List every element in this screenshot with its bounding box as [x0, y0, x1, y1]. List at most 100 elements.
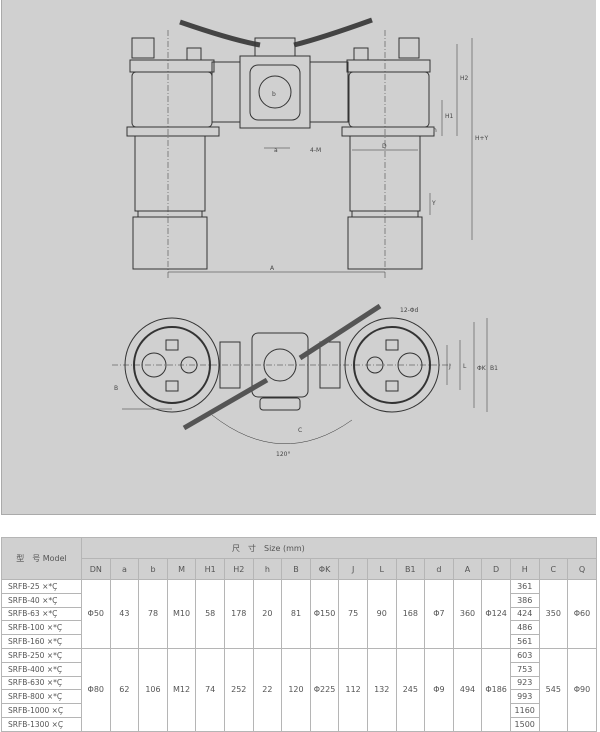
value-cell: Φ7 — [424, 579, 454, 649]
handle-right — [293, 17, 373, 48]
label-a-length: A — [270, 265, 275, 272]
value-cell: Φ124 — [481, 579, 511, 649]
value-cell: Φ225 — [309, 647, 340, 732]
handle-left — [179, 19, 261, 48]
label-b: b — [272, 91, 276, 98]
column-header: C — [538, 558, 569, 580]
value-cell: Φ80 — [81, 647, 111, 732]
label-b1: B1 — [490, 365, 498, 372]
h-value-cell: 603 — [509, 647, 540, 663]
value-cell: 81 — [281, 579, 311, 649]
h-value-cell: 561 — [509, 634, 540, 649]
value-cell: 178 — [223, 579, 254, 649]
gauge-right — [398, 37, 420, 59]
label-h-y: H+Y — [475, 135, 489, 142]
label-c: C — [298, 427, 302, 434]
value-cell: 112 — [338, 647, 368, 732]
size-header: 尺 寸 Size (mm) — [81, 537, 597, 559]
value-cell: 58 — [195, 579, 225, 649]
value-cell: 120 — [281, 647, 311, 732]
technical-drawing-panel: H2 H+Y H1 h a 4-M D Y A b 12-Φd B1 ΦK L … — [1, 0, 596, 515]
h-value-cell: 923 — [509, 675, 540, 691]
value-cell: 168 — [395, 579, 426, 649]
value-cell: 494 — [452, 647, 483, 732]
value-cell: 90 — [366, 579, 397, 649]
gauge-left — [131, 37, 155, 59]
model-cell: SRFB-800 ×*Ç — [1, 689, 82, 705]
label-b: B — [114, 385, 118, 392]
h-value-cell: 386 — [509, 592, 540, 608]
q-value-cell: Φ60 — [567, 579, 597, 649]
value-cell: 132 — [366, 647, 397, 732]
h-value-cell: 753 — [509, 661, 540, 677]
value-cell: 360 — [452, 579, 483, 649]
column-header: DN — [81, 558, 111, 580]
c-value-cell: 350 — [538, 579, 569, 649]
label-j: J — [448, 363, 451, 370]
column-header: b — [138, 558, 168, 580]
column-header: H1 — [195, 558, 225, 580]
column-header: M — [166, 558, 197, 580]
plan-view: 12-Φd B1 ΦK L J B C 120° — [112, 303, 498, 458]
value-cell: 43 — [109, 579, 140, 649]
column-header: L — [366, 558, 397, 580]
model-cell: SRFB-40 ×*Ç — [1, 592, 82, 608]
model-header: 型 号 Model — [1, 537, 82, 580]
model-cell: SRFB-1300 ×Ç — [1, 716, 82, 732]
label-holes: 12-Φd — [400, 307, 419, 314]
value-cell: 62 — [109, 647, 140, 732]
column-header: B — [281, 558, 311, 580]
h-value-cell: 1500 — [509, 716, 540, 732]
label-angle: 120° — [276, 451, 290, 458]
model-cell: SRFB-25 ×*Ç — [1, 579, 82, 594]
value-cell: Φ50 — [81, 579, 111, 649]
column-header: h — [252, 558, 283, 580]
model-cell: SRFB-630 ×*Ç — [1, 675, 82, 691]
value-cell: M10 — [166, 579, 197, 649]
label-4m: 4-M — [310, 147, 321, 154]
h-value-cell: 486 — [509, 620, 540, 636]
table-row: SRFB-1300 ×Ç 1500 — [1, 716, 597, 732]
value-cell: 22 — [252, 647, 283, 732]
value-cell: 252 — [223, 647, 254, 732]
front-view: H2 H+Y H1 h a 4-M D Y A b — [126, 17, 489, 278]
model-cell: SRFB-100 ×*Ç — [1, 620, 82, 636]
column-header: B1 — [395, 558, 426, 580]
q-value-cell: Φ90 — [567, 647, 597, 732]
label-a: a — [274, 147, 278, 154]
value-cell: 245 — [395, 647, 426, 732]
value-cell: 78 — [138, 579, 168, 649]
column-header: ΦK — [309, 558, 340, 580]
model-cell: SRFB-1000 ×Ç — [1, 703, 82, 718]
value-cell: M12 — [166, 647, 197, 732]
value-cell: 75 — [338, 579, 368, 649]
value-cell: Φ9 — [424, 647, 454, 732]
value-cell: Φ150 — [309, 579, 340, 649]
model-cell: SRFB-63 ×*Ç — [1, 606, 82, 622]
table-row: SRFB-100 ×*Ç 486 — [1, 620, 597, 636]
value-cell: Φ186 — [481, 647, 511, 732]
table-row: SRFB-40 ×*Ç 386 — [1, 592, 597, 608]
label-k: ΦK — [477, 365, 487, 372]
table-row: SRFB-800 ×*Ç 993 — [1, 689, 597, 705]
column-header: a — [109, 558, 140, 580]
label-h-small: h — [433, 127, 437, 134]
model-cell: SRFB-160 ×*Ç — [1, 634, 82, 649]
column-header: Q — [567, 558, 597, 580]
model-cell: SRFB-250 ×*Ç — [1, 647, 82, 663]
h-value-cell: 424 — [509, 606, 540, 622]
label-h2: H2 — [460, 75, 469, 82]
value-cell: 74 — [195, 647, 225, 732]
column-header: H2 — [223, 558, 254, 580]
value-cell: 106 — [138, 647, 168, 732]
column-header: D — [481, 558, 511, 580]
h-value-cell: 993 — [509, 689, 540, 705]
label-d: D — [382, 143, 387, 150]
label-h1: H1 — [445, 113, 454, 120]
column-header: H — [509, 558, 540, 580]
value-cell: 20 — [252, 579, 283, 649]
h-value-cell: 1160 — [509, 703, 540, 718]
label-l: L — [463, 363, 467, 370]
